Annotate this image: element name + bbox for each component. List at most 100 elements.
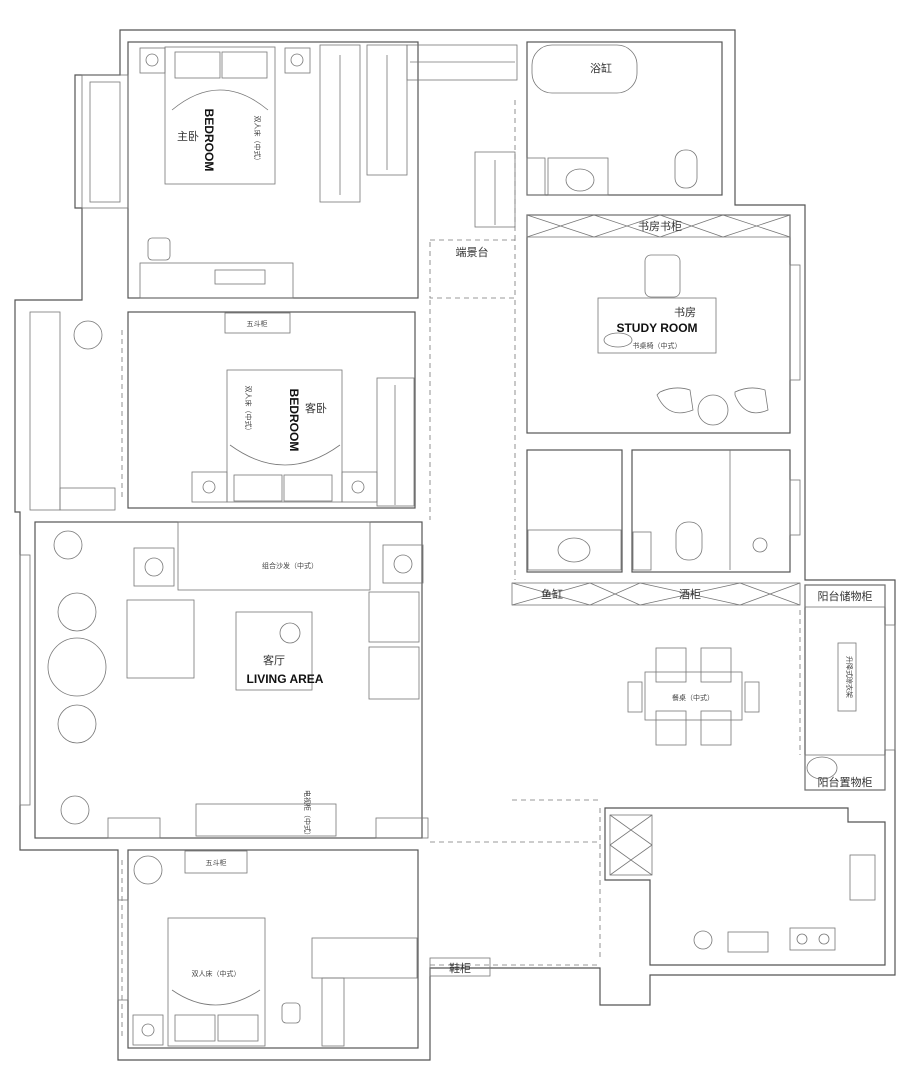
plant-icon <box>60 795 90 825</box>
bed-label: 双人床（中式） <box>244 386 253 435</box>
tv-cabinet <box>195 803 337 837</box>
bathtub <box>531 44 638 94</box>
end-table <box>382 544 424 584</box>
wine-cabinet-label: 酒柜 <box>679 588 701 601</box>
chest <box>184 850 248 874</box>
tv-label: 电视柜（中式） <box>303 790 312 839</box>
balcony-right: 阳台储物柜 升降式晾衣架 阳台置物柜 <box>804 584 896 791</box>
master-bedroom: BEDROOM 主卧 双人床（中式） 端景台 <box>81 41 518 299</box>
chair <box>700 647 732 683</box>
vanity <box>547 157 609 196</box>
door-openings <box>121 100 801 1040</box>
nightstand <box>132 1014 164 1046</box>
sofa <box>177 521 371 591</box>
stool <box>57 704 97 744</box>
double-bed <box>167 917 266 1047</box>
storage-cabinet <box>804 584 886 608</box>
room-label-cn: 主卧 <box>177 130 199 143</box>
balcony-shelf-label: 阳台置物柜 <box>818 775 873 789</box>
window <box>789 264 801 381</box>
toilet <box>675 521 703 561</box>
dining-table <box>644 671 743 721</box>
nightstand <box>284 47 311 74</box>
plant-icon <box>133 855 163 885</box>
bathtub-label: 浴缸 <box>590 61 612 75</box>
dining-area: 餐桌（中式） <box>627 647 760 746</box>
chair <box>700 710 732 746</box>
shower <box>752 537 768 553</box>
room-label-cn: 书房 <box>674 306 696 319</box>
room-label-en: LIVING AREA <box>247 672 324 686</box>
desk-label: 书桌椅（中式） <box>633 341 682 350</box>
wardrobe <box>406 44 518 81</box>
room-label-cn: 客卧 <box>305 401 327 415</box>
vanity <box>527 529 622 571</box>
bed-label: 双人床（中式） <box>253 116 262 165</box>
living-room: 组合沙发（中式） 客厅 LIVING AREA 电视柜（中式） <box>19 320 429 839</box>
room-label-en: BEDROOM <box>287 389 301 452</box>
window <box>789 479 801 536</box>
double-bed <box>164 46 276 185</box>
console-table <box>429 239 516 299</box>
armchair <box>734 387 769 414</box>
range-hood <box>727 931 769 953</box>
console-label: 端景台 <box>456 245 489 259</box>
bed-label: 双人床（中式） <box>192 969 241 978</box>
bedroom-2: 五斗柜 BEDROOM 客卧 双人床（中式） <box>29 311 416 511</box>
bathroom-top: 浴缸 <box>526 41 723 196</box>
side-table <box>697 394 729 426</box>
shelf-cabinet <box>804 754 886 791</box>
desk <box>597 297 717 354</box>
armchair <box>368 591 420 643</box>
armchair <box>126 599 195 679</box>
chest-label: 五斗柜 <box>206 858 227 867</box>
shoe-cabinet <box>429 957 491 977</box>
wardrobe <box>319 44 361 203</box>
room-label-en: BEDROOM <box>202 109 216 172</box>
double-bed <box>226 369 343 503</box>
nightstand <box>191 471 228 503</box>
desk <box>139 262 294 299</box>
wardrobe <box>311 937 418 979</box>
sink <box>849 854 876 901</box>
study-room: 书房书柜 书房 STUDY ROOM 书桌椅（中式） <box>526 214 801 434</box>
chair <box>644 254 681 298</box>
wardrobe <box>366 44 408 176</box>
armchair <box>147 237 171 261</box>
nightstand <box>341 471 378 503</box>
dining-table-label: 餐桌（中式） <box>672 693 714 702</box>
cabinet-row: 鱼缸 酒柜 <box>511 582 801 606</box>
window <box>117 899 129 1001</box>
chair <box>655 647 687 683</box>
coffee-table <box>235 611 313 691</box>
armchair <box>281 1002 301 1024</box>
chest <box>224 312 291 334</box>
nightstand <box>139 47 166 74</box>
kitchen <box>604 807 886 966</box>
wardrobe <box>376 377 415 507</box>
shoe-cabinet-label: 鞋柜 <box>449 961 471 975</box>
balcony-storage-label: 阳台储物柜 <box>818 589 873 603</box>
armchair <box>368 646 420 700</box>
clothes-rack-label: 升降式晾衣架 <box>845 656 854 698</box>
wardrobe <box>474 151 516 228</box>
fish-tank-label: 鱼缸 <box>541 587 563 601</box>
bookcase <box>526 214 791 238</box>
bathrooms-middle <box>526 449 801 573</box>
end-table <box>133 547 175 587</box>
left-balcony <box>81 74 129 209</box>
lamp <box>603 332 633 348</box>
toilet <box>674 149 698 189</box>
window <box>19 554 31 806</box>
chest-label: 五斗柜 <box>247 319 268 328</box>
clothes-rack <box>837 642 857 712</box>
round-table <box>47 637 107 697</box>
stool <box>57 592 97 632</box>
armchair <box>656 387 694 414</box>
plant-icon <box>53 530 83 560</box>
outer-wall <box>14 29 896 1061</box>
sofa-label: 组合沙发（中式） <box>262 561 318 570</box>
sink <box>565 168 595 192</box>
side-balcony <box>29 311 61 511</box>
